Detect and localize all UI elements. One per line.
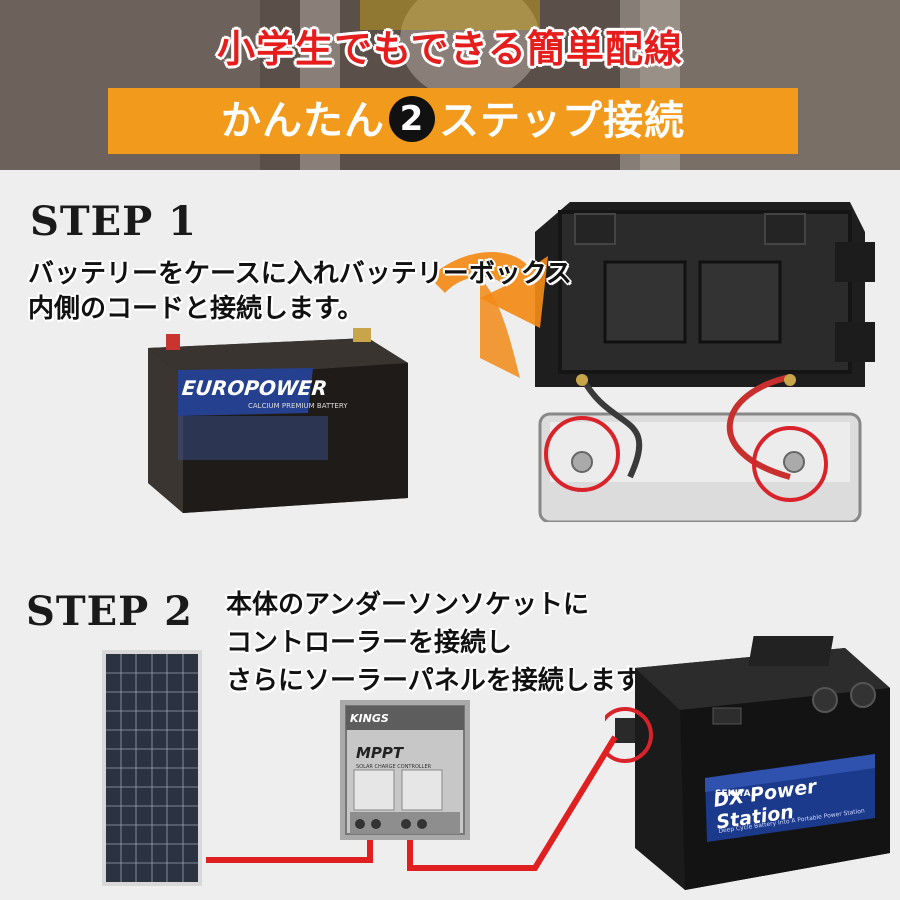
controller-brand-label: KINGS <box>350 712 389 725</box>
step1-description-line2: 内側のコードと接続します。 <box>28 294 364 324</box>
solar-panel-photo <box>102 650 202 886</box>
step2-description-line1: 本体のアンダーソンソケットに <box>226 590 589 620</box>
step2-title: STEP 2 <box>26 588 193 635</box>
negative-terminal-highlight <box>544 416 620 492</box>
controller-sub-label: SOLAR CHARGE CONTROLLER <box>356 764 432 770</box>
panel-to-controller-wire <box>206 840 373 863</box>
step1-description-line1: バッテリーをケースに入れバッテリーボックス <box>28 259 572 289</box>
positive-terminal-highlight <box>752 426 828 502</box>
connection-wires <box>206 735 618 871</box>
battery-sub-label: CALCIUM PREMIUM BATTERY <box>248 402 348 410</box>
step2-description-line3: さらにソーラーパネルを接続します。 <box>226 666 666 696</box>
arrow-icon <box>430 251 548 378</box>
europower-battery-photo <box>148 328 408 513</box>
mppt-controller-photo <box>340 700 470 840</box>
station-brand-label: SEKIYA <box>715 789 751 799</box>
banner-suffix: ステップ接続 <box>439 98 685 144</box>
power-station-photo <box>605 636 890 890</box>
step2-description-line2: コントローラーを接続し <box>226 628 513 658</box>
controller-to-station-wire <box>407 735 618 871</box>
step1-title: STEP 1 <box>30 198 197 245</box>
banner-prefix: かんたん <box>221 98 385 144</box>
battery-box-photo <box>520 192 880 522</box>
anderson-socket-highlight <box>605 707 653 763</box>
controller-model-label: MPPT <box>356 744 404 762</box>
step-count-badge: 2 <box>389 96 435 142</box>
headline: 小学生でもできる簡単配線 <box>217 27 683 71</box>
battery-brand-label: EUROPOWER <box>180 376 329 400</box>
